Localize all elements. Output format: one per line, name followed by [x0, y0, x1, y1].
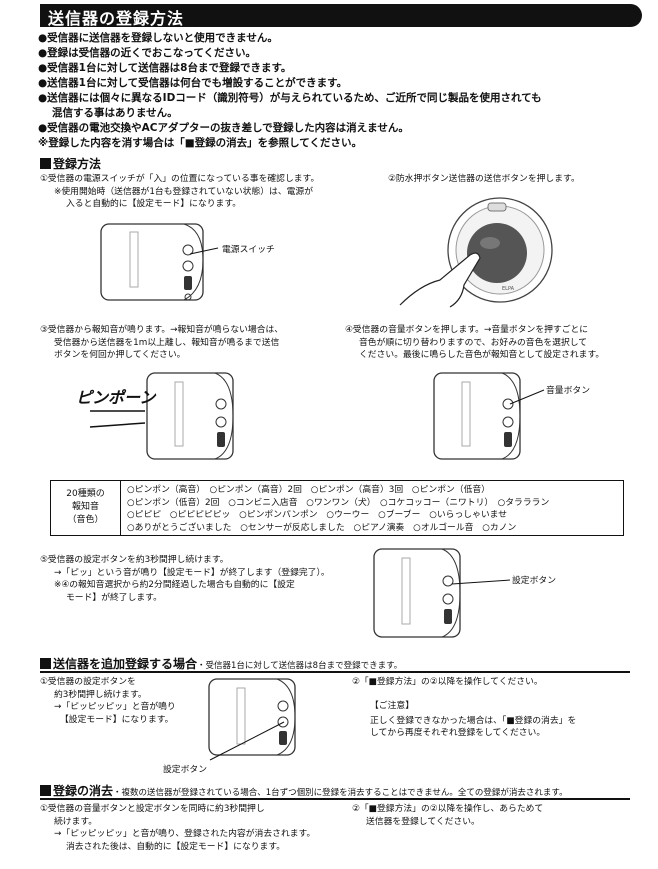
sound-row: ○ピピピ ○ピピピピピッ ○ピンポンパンポン ○ウーウー ○ブーブー ○いらっし…	[127, 510, 507, 520]
bullet-item: ●送信器には個々に異なるIDコード（識別符号）が与えられているため、ご近所で同じ…	[38, 92, 542, 104]
divider	[40, 798, 630, 800]
registration-step2: ②防水押ボタン送信器の送信ボタンを押します。	[388, 174, 580, 184]
setting-button-label: 設定ボタン	[512, 576, 556, 586]
sound-table-body: ○ピンポン（高音） ○ピンポン（高音）2回 ○ピンポン（高音）3回 ○ピンポン（…	[127, 484, 549, 534]
sound-table-header: 20種類の 報知音 （音色）	[51, 481, 121, 535]
sound-lines	[89, 410, 146, 428]
leader-line	[451, 579, 511, 585]
receiver-illustration	[373, 548, 461, 638]
caution-block: 【ご注意】 正しく登録できなかった場合は、「■登録の消去」を してから再度それぞ…	[370, 701, 577, 738]
registration-step5: ⑤受信器の設定ボタンを約3秒間押し続けます。 →「ピッ」という音が鳴り【設定モー…	[40, 555, 330, 603]
sound-row: ○ピンポン（低音）2回 ○コンビニ入店音 ○ワンワン（犬） ○コケコッコー（ニワ…	[127, 497, 550, 508]
sound-row: ○ピンポン（高音） ○ピンポン（高音）2回 ○ピンポン（高音）3回 ○ピンポン（…	[127, 485, 490, 495]
bullet-item: ●受信器1台に対して送信器は8台まで登録できます。	[38, 62, 292, 74]
page-title-bar: 送信器の登録方法	[40, 4, 642, 28]
deletion-step2: ②「■登録方法」の②以降を操作し、あらためて 送信器を登録してください。	[352, 804, 544, 827]
bullet-item: 混信する事はありません。	[52, 107, 178, 119]
registration-step4: ④受信器の音量ボタンを押します。→音量ボタンを押すごとに 音色が順に切り替わりま…	[345, 325, 605, 360]
bullet-item: ●登録は受信器の近くでおこなってください。	[38, 47, 257, 59]
deletion-heading: 登録の消去・複数の送信器が登録されている場合、1台ずつ個別に登録を消去することは…	[40, 782, 568, 799]
volume-button-label: 音量ボタン	[546, 386, 590, 396]
divider	[40, 671, 630, 673]
power-switch-label: 電源スイッチ	[222, 245, 275, 255]
receiver-illustration	[433, 372, 521, 460]
pinpon-sound-text: ピンポーン	[76, 388, 156, 407]
bullet-item: ●送信器1台に対して受信器は何台でも増設することができます。	[38, 77, 348, 89]
sound-table: 20種類の 報知音 （音色） ○ピンポン（高音） ○ピンポン（高音）2回 ○ピン…	[50, 480, 624, 536]
deletion-step1: ①受信器の音量ボタンと設定ボタンを同時に約3秒間押し 続けます。 →「ピッピッピ…	[40, 804, 316, 852]
receiver-illustration	[100, 223, 204, 301]
registration-step3: ③受信器から報知音が鳴ります。→報知音が鳴らない場合は、 受信器から送信器を1m…	[40, 325, 284, 360]
intro-bullets: ●受信器に送信器を登録しないと使用できません。 ●登録は受信器の近くでおこなって…	[38, 31, 638, 151]
bullet-item: ※登録した内容を消す場合は「■登録の消去」を参照してください。	[38, 137, 362, 149]
additional-heading: 送信器を追加登録する場合・受信器1台に対して送信器は8台まで登録できます。	[40, 655, 402, 672]
square-icon	[40, 158, 51, 169]
svg-text:ELPA: ELPA	[502, 286, 515, 292]
additional-step1: ①受信器の設定ボタンを 約3秒間押し続けます。 →「ピッピッピッ」と音が鳴り 【…	[40, 677, 176, 725]
bullet-item: ●受信器の電池交換やACアダプターの抜き差しで登録した内容は消えません。	[38, 122, 409, 134]
sound-row: ○ありがとうございました ○センサーが反応しました ○ピアノ演奏 ○オルゴール音…	[127, 522, 517, 533]
setting-button-label: 設定ボタン	[163, 765, 207, 775]
receiver-illustration	[146, 372, 234, 460]
square-icon	[40, 658, 51, 669]
leader-line	[189, 247, 219, 255]
page-title: 送信器の登録方法	[48, 9, 185, 28]
leader-line	[209, 721, 285, 761]
registration-step1: ①受信器の電源スイッチが「入」の位置になっている事を確認します。 ※使用開始時（…	[40, 174, 320, 209]
leader-line	[509, 389, 545, 405]
bullet-item: ●受信器に送信器を登録しないと使用できません。	[38, 32, 278, 44]
push-button-transmitter-illustration: ELPA	[399, 197, 553, 308]
square-icon	[40, 785, 51, 796]
registration-heading: 登録方法	[40, 155, 101, 172]
additional-step2: ②「■登録方法」の②以降を操作してください。	[352, 677, 543, 687]
